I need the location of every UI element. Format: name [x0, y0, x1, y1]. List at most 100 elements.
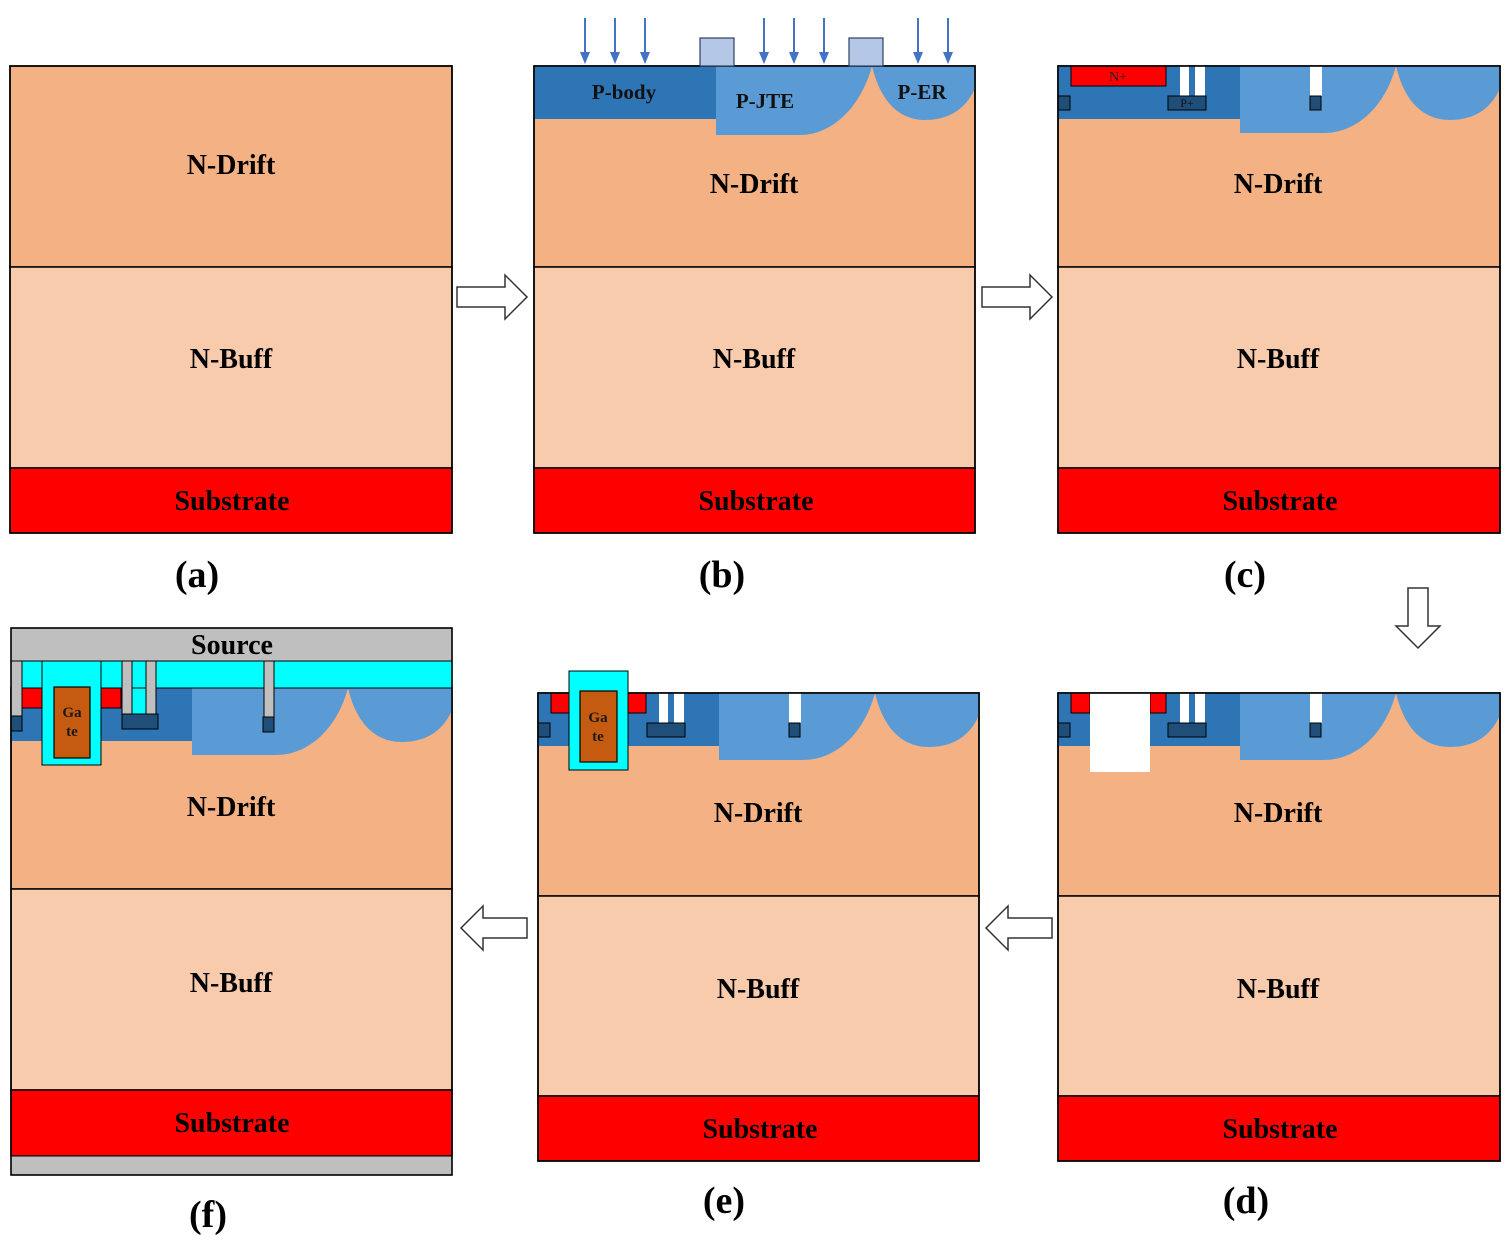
p-plus-edge-square — [10, 715, 23, 732]
trench-slot — [1180, 693, 1189, 724]
panel-outline — [1057, 65, 1501, 534]
p-er-region — [875, 693, 979, 747]
p-plus-square — [1309, 722, 1322, 738]
trench-slot — [1195, 693, 1205, 724]
p-body-region — [534, 66, 716, 119]
substrate-layer — [10, 1089, 453, 1157]
substrate-label: Substrate — [702, 1114, 817, 1145]
substrate-layer — [1057, 467, 1501, 534]
implant-arrowhead-icon — [913, 52, 923, 64]
implant-arrowhead-icon — [943, 52, 953, 64]
p-er-region — [872, 66, 975, 120]
flow-arrow-right-icon — [456, 273, 529, 321]
panel-e: Ga te N-Drift N-Buff Substrate (e) — [537, 670, 980, 1222]
flow-arrow-down-icon — [1394, 587, 1442, 650]
panel-outline — [10, 627, 453, 1176]
flow-arrow-left-icon — [984, 904, 1053, 952]
source-contact — [121, 660, 133, 715]
gate-label-line1: Ga — [588, 710, 608, 726]
n-plus-region — [1070, 692, 1091, 714]
gate-electrode — [53, 686, 91, 759]
substrate-label: Substrate — [174, 1108, 289, 1139]
flow-arrow-right-icon — [981, 273, 1054, 321]
panel-f: Source Ga te N-Drift N-Buff Substrate (f… — [10, 627, 453, 1236]
panel-caption: (c) — [1224, 554, 1266, 596]
panel-outline — [533, 65, 976, 534]
panel-outline — [9, 65, 453, 534]
trench-slot — [674, 693, 684, 724]
n-buffer-layer — [537, 895, 980, 1097]
implant-arrowhead-icon — [580, 52, 590, 64]
p-jte-region — [716, 66, 872, 135]
source-contact — [145, 660, 157, 715]
n-buffer-label: N-Buff — [1237, 344, 1320, 375]
n-plus-region — [100, 687, 122, 709]
n-buffer-label: N-Buff — [1237, 974, 1320, 1005]
n-plus-region — [550, 692, 570, 714]
p-plus-edge-square — [1057, 95, 1071, 111]
p-plus-region — [1167, 722, 1207, 738]
substrate-label: Substrate — [698, 486, 813, 517]
n-drift-label: N-Drift — [714, 798, 803, 829]
p-er-label: P-ER — [898, 80, 948, 104]
panel-caption: (e) — [703, 1180, 745, 1222]
n-drift-layer — [9, 65, 453, 268]
n-buffer-label: N-Buff — [190, 344, 273, 375]
p-plus-label: P+ — [1180, 96, 1194, 110]
p-plus-square — [262, 716, 275, 733]
p-er-region — [348, 688, 452, 742]
p-plus-square — [1309, 95, 1322, 111]
source-label: Source — [191, 630, 273, 661]
n-plus-region — [1149, 692, 1167, 714]
gate-label-line2: te — [592, 729, 604, 745]
implant-arrowhead-icon — [640, 52, 650, 64]
drain-metal-layer — [10, 1155, 453, 1176]
source-contact — [263, 660, 275, 718]
substrate-label: Substrate — [1222, 1114, 1337, 1145]
substrate-layer — [1057, 1095, 1501, 1162]
panel-caption: (d) — [1223, 1180, 1269, 1222]
p-body-label: P-body — [592, 80, 657, 104]
implant-arrowhead-icon — [789, 52, 799, 64]
n-buffer-label: N-Buff — [713, 344, 796, 375]
trench-slot — [1310, 66, 1322, 96]
trench-slot — [1310, 693, 1322, 723]
trench-slot — [1195, 66, 1205, 97]
n-drift-label: N-Drift — [1234, 169, 1323, 200]
panel-caption: (f) — [189, 1194, 227, 1236]
p-jte-label: P-JTE — [736, 89, 794, 113]
n-drift-label: N-Drift — [1234, 798, 1323, 829]
panel-b: P-body P-JTE P-ER N-Drift N-Buff Substra… — [533, 18, 976, 596]
implant-arrowhead-icon — [819, 52, 829, 64]
trench-slot — [659, 693, 668, 724]
gate-trench — [1090, 693, 1150, 772]
p-plus-region — [1167, 95, 1207, 111]
implant-arrowhead-icon — [759, 52, 769, 64]
n-plus-label: N+ — [1109, 70, 1127, 85]
n-buffer-label: N-Buff — [190, 968, 273, 999]
gate-electrode — [579, 690, 618, 763]
gate-label-line2: te — [66, 724, 78, 740]
panel-caption: (b) — [699, 554, 745, 596]
n-plus-region — [627, 692, 647, 714]
panel-d: N-Drift N-Buff Substrate (d) — [1057, 692, 1501, 1222]
p-plus-region — [646, 722, 686, 738]
panel-outline — [1057, 692, 1501, 1162]
n-plus-region — [21, 687, 43, 709]
n-buffer-layer — [1057, 895, 1501, 1097]
source-contact — [10, 660, 23, 717]
trench-slot — [1180, 66, 1189, 97]
p-plus-region — [121, 713, 159, 730]
panel-a: N-Drift N-Buff Substrate (a) — [9, 65, 453, 596]
panel-c: N+ P+ N-Drift N-Buff Substrate (c) — [1057, 65, 1501, 596]
n-drift-label: N-Drift — [187, 150, 276, 181]
n-buffer-label: N-Buff — [717, 974, 800, 1005]
n-drift-label: N-Drift — [710, 169, 799, 200]
oxide-fill — [131, 687, 147, 715]
p-er-region — [1396, 66, 1500, 120]
flow-arrow-left-icon — [459, 904, 528, 952]
p-plus-square — [788, 722, 801, 738]
p-plus-edge-square — [537, 722, 551, 738]
implant-arrows — [580, 18, 953, 64]
gate-label-line1: Ga — [62, 705, 82, 721]
